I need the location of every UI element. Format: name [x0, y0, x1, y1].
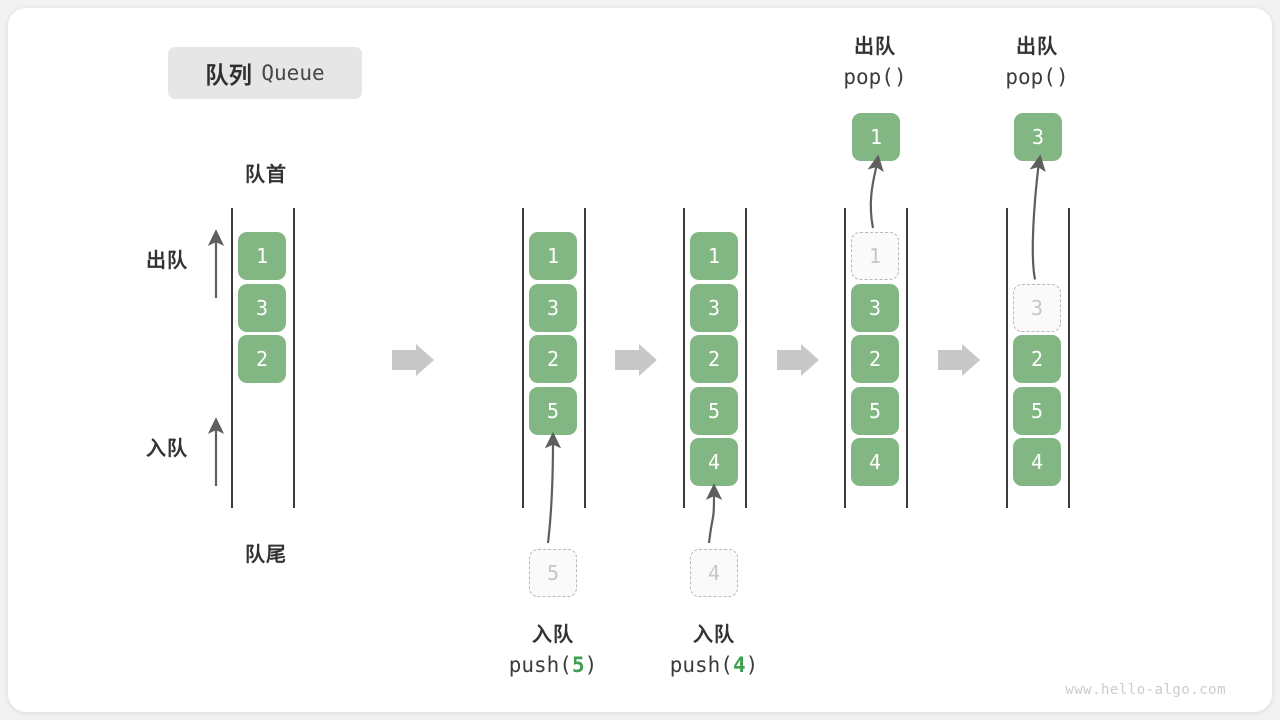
- queue-element-popped: 3: [1014, 113, 1062, 161]
- queue-rail-left: [231, 208, 233, 508]
- queue-element-incoming: 5: [529, 549, 577, 597]
- queue-rail-left: [1006, 208, 1008, 508]
- queue-element: 5: [690, 386, 738, 435]
- queue-element: 4: [851, 438, 899, 486]
- queue-element-popped: 1: [852, 113, 900, 161]
- queue-element-removed: 1: [851, 232, 899, 280]
- operation-label-bottom: 入队 push(4): [624, 620, 804, 682]
- queue-rail-left: [522, 208, 524, 508]
- queue-element: 5: [1013, 386, 1061, 435]
- watermark: www.hello-algo.com: [1065, 682, 1226, 698]
- queue-rail-left: [683, 208, 685, 508]
- queue-element: 1: [529, 232, 577, 280]
- queue-element: 2: [1013, 335, 1061, 383]
- operation-label-top-chinese: 出队: [1016, 36, 1058, 58]
- queue-element-removed: 3: [1013, 283, 1061, 332]
- queue-element: 1: [690, 232, 738, 280]
- queue-element: 3: [529, 283, 577, 332]
- diagram-title-badge: 队列 Queue: [168, 47, 362, 99]
- queue-element: 2: [851, 335, 899, 383]
- operation-label-top-code: pop(): [1005, 65, 1069, 89]
- operation-label-bottom-code: push(5): [508, 653, 598, 677]
- queue-rail-right: [745, 208, 747, 508]
- queue-element: 2: [238, 335, 286, 383]
- title-chinese: 队列: [205, 62, 253, 88]
- queue-element: 3: [851, 283, 899, 332]
- queue-element: 5: [529, 386, 577, 435]
- operation-label-top-code: pop(): [843, 65, 907, 89]
- enqueue-direction-label: 入队: [146, 438, 188, 460]
- queue-element: 4: [690, 438, 738, 486]
- queue-element: 5: [851, 386, 899, 435]
- queue-element: 3: [690, 283, 738, 332]
- queue-rail-right: [1068, 208, 1070, 508]
- dequeue-direction-label: 出队: [146, 250, 188, 272]
- queue-rail-left: [844, 208, 846, 508]
- operation-label-top: 出队 pop(): [947, 32, 1127, 94]
- queue-rail-right: [906, 208, 908, 508]
- queue-tail-label: 队尾: [245, 544, 287, 566]
- title-english: Queue: [261, 61, 325, 85]
- operation-label-bottom-chinese: 入队: [532, 624, 574, 646]
- diagram-card: [8, 8, 1272, 712]
- queue-element: 2: [690, 335, 738, 383]
- queue-rail-right: [293, 208, 295, 508]
- queue-element: 2: [529, 335, 577, 383]
- queue-rail-right: [584, 208, 586, 508]
- queue-element: 1: [238, 232, 286, 280]
- operation-label-bottom-code: push(4): [669, 653, 759, 677]
- queue-head-label: 队首: [245, 164, 287, 186]
- operation-label-top: 出队 pop(): [785, 32, 965, 94]
- operation-label-bottom: 入队 push(5): [463, 620, 643, 682]
- operation-label-top-chinese: 出队: [854, 36, 896, 58]
- operation-label-bottom-chinese: 入队: [693, 624, 735, 646]
- queue-element: 3: [238, 283, 286, 332]
- queue-element-incoming: 4: [690, 549, 738, 597]
- queue-element: 4: [1013, 438, 1061, 486]
